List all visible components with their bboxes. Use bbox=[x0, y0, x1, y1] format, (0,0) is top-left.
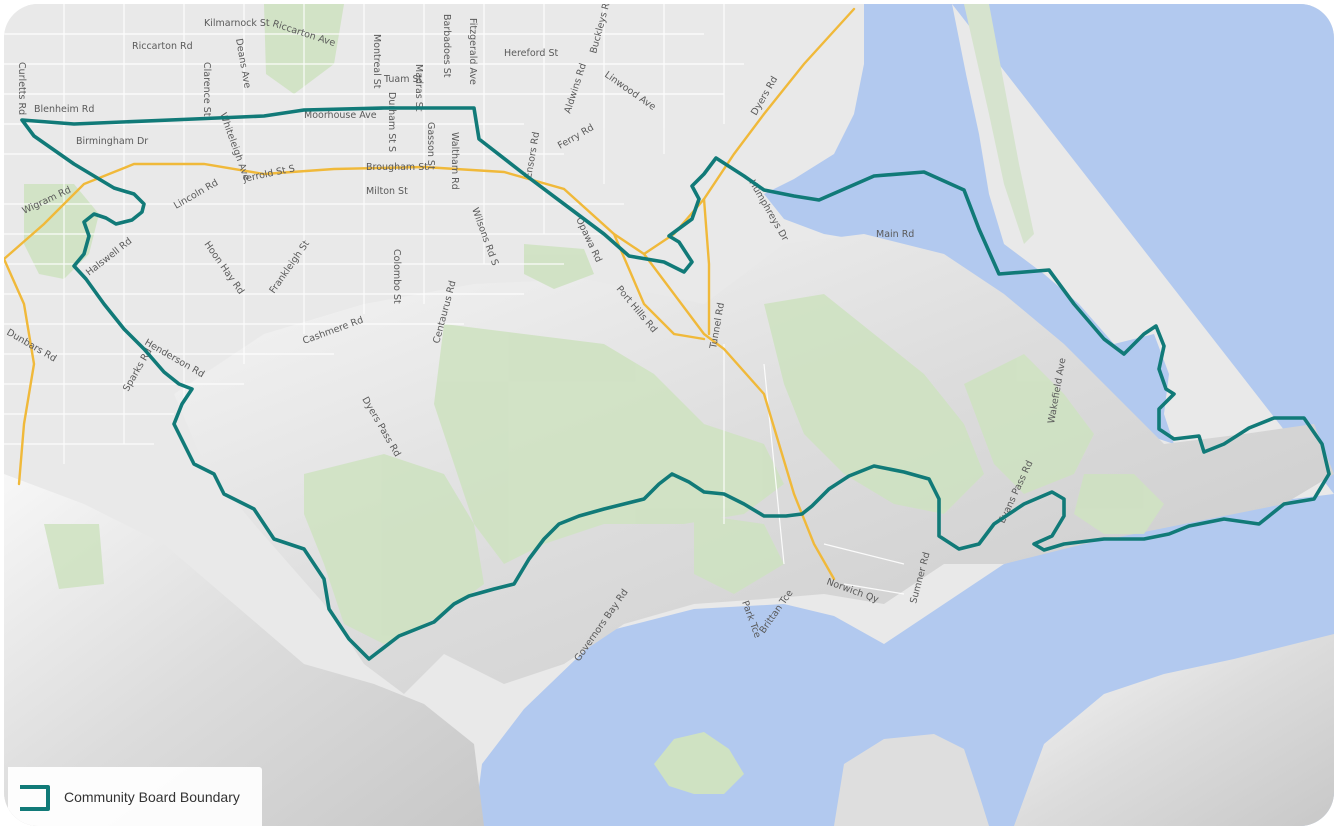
map-container[interactable]: Kilmarnock St Riccarton Rd Riccarton Ave… bbox=[4, 4, 1334, 826]
road-label: Riccarton Rd bbox=[132, 41, 193, 52]
road-label: Kilmarnock St bbox=[204, 18, 270, 29]
road-label: Madras St bbox=[413, 64, 424, 112]
legend-label: Community Board Boundary bbox=[64, 789, 240, 805]
south-west-hills bbox=[4, 474, 484, 826]
road-label: Tuam St bbox=[383, 74, 423, 85]
road-label: Milton St bbox=[366, 186, 408, 197]
road-label: Hereford St bbox=[504, 48, 559, 59]
road-label: Blenheim Rd bbox=[34, 104, 94, 115]
estuary bbox=[764, 4, 1174, 444]
road-label: Curletts Rd bbox=[16, 62, 27, 115]
road-label: Fitzgerald Ave bbox=[467, 18, 478, 85]
road-label: Colombo St bbox=[391, 249, 402, 304]
road-label: Clarence St bbox=[201, 62, 212, 117]
map-legend: Community Board Boundary bbox=[8, 767, 262, 826]
road-label: Gasson St bbox=[425, 122, 436, 170]
park-areas bbox=[24, 4, 1164, 644]
boundary-line-icon bbox=[16, 779, 56, 815]
sand-spit bbox=[964, 4, 1034, 244]
ocean bbox=[474, 4, 1334, 826]
community-board-boundary[interactable] bbox=[20, 106, 1331, 661]
road-label: Moorhouse Ave bbox=[304, 110, 377, 121]
south-hills bbox=[1014, 634, 1334, 826]
map-canvas[interactable]: Kilmarnock St Riccarton Rd Riccarton Ave… bbox=[4, 4, 1334, 826]
quail-island bbox=[654, 732, 744, 794]
road-label: Brougham St bbox=[366, 162, 428, 173]
peninsula-hills bbox=[834, 734, 989, 826]
road-label: Main Rd bbox=[876, 229, 914, 240]
road-label: Birmingham Dr bbox=[76, 136, 148, 147]
road-label: Durham St S bbox=[386, 92, 397, 152]
road-label: Waltham Rd bbox=[449, 132, 460, 190]
street-grid bbox=[4, 4, 905, 595]
road-label: Montreal St bbox=[371, 34, 382, 89]
road-label: Barbadoes St bbox=[441, 14, 452, 78]
